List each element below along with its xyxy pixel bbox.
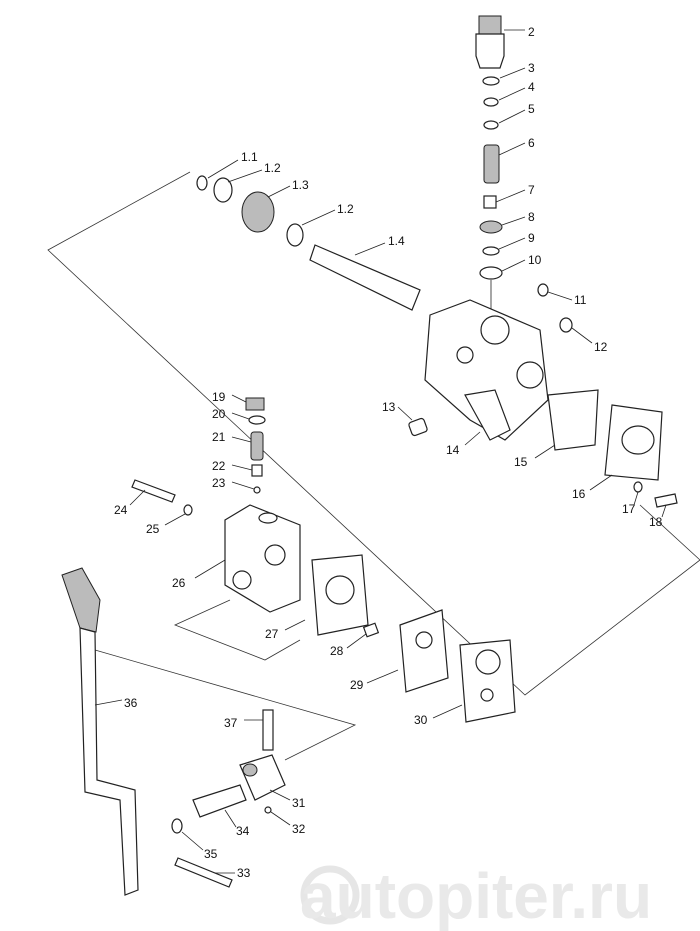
label-21: 21 [212, 430, 226, 444]
shaft-assembly-1 [196, 159, 421, 311]
cover-part-16 [589, 404, 663, 491]
gasket-part-15 [534, 389, 599, 459]
label-15: 15 [514, 455, 528, 469]
label-2: 2 [528, 25, 535, 39]
label-32: 32 [292, 822, 306, 836]
pin-part-33 [174, 857, 235, 888]
label-30: 30 [414, 713, 428, 727]
plug-parts-19-23 [231, 394, 266, 494]
washers-3-5 [482, 67, 526, 130]
lever-outline [94, 649, 357, 761]
gasket-part-30 [432, 639, 516, 723]
washer-part-25 [164, 504, 193, 526]
label-37: 37 [224, 716, 238, 730]
label-13: 13 [382, 400, 396, 414]
gasket-part-27 [284, 554, 369, 636]
label-4: 4 [528, 80, 535, 94]
spring-part-6 [483, 142, 526, 184]
seals-11-12 [537, 283, 593, 344]
pin-part-32 [264, 806, 291, 826]
plate-part-29 [366, 609, 449, 693]
label-24: 24 [114, 503, 128, 517]
svg-text:autopiter.ru: autopiter.ru [300, 860, 652, 931]
valve-cap-part-2 [475, 15, 525, 69]
shaft-part-34 [192, 784, 247, 828]
bolt-part-24 [129, 479, 176, 506]
screw-part-28 [346, 622, 380, 649]
label-1-2a: 1.2 [264, 161, 281, 175]
label-19: 19 [212, 390, 226, 404]
watermark: autopiter.ru [300, 860, 652, 931]
label-33: 33 [237, 866, 251, 880]
label-7: 7 [528, 183, 535, 197]
assembly-outline-lower [173, 599, 301, 661]
screw-part-37 [244, 709, 274, 751]
label-1-3: 1.3 [292, 178, 309, 192]
label-9: 9 [528, 231, 535, 245]
part-labels: 2 3 4 5 6 7 8 9 10 11 12 13 14 15 16 17 … [114, 25, 663, 880]
label-29: 29 [350, 678, 364, 692]
housing-part-26 [194, 504, 301, 613]
label-36: 36 [124, 696, 138, 710]
label-6: 6 [528, 136, 535, 150]
lever-part-36 [61, 567, 139, 896]
valve-body [424, 299, 549, 441]
label-1-2b: 1.2 [337, 202, 354, 216]
plug-part-13 [397, 406, 428, 437]
label-3: 3 [528, 61, 535, 75]
label-28: 28 [330, 644, 344, 658]
pin-part-7 [483, 189, 526, 209]
label-22: 22 [212, 459, 226, 473]
label-10: 10 [528, 253, 542, 267]
lever-block-part-31 [239, 754, 291, 801]
label-16: 16 [572, 487, 586, 501]
label-20: 20 [212, 407, 226, 421]
label-1-4: 1.4 [388, 234, 405, 248]
label-26: 26 [172, 576, 186, 590]
label-12: 12 [594, 340, 608, 354]
washer-part-35 [171, 818, 204, 851]
label-11: 11 [574, 293, 587, 307]
label-31: 31 [292, 796, 306, 810]
label-1-1: 1.1 [241, 150, 258, 164]
label-35: 35 [204, 847, 218, 861]
label-34: 34 [236, 824, 250, 838]
label-8: 8 [528, 210, 535, 224]
label-25: 25 [146, 522, 160, 536]
label-23: 23 [212, 476, 226, 490]
label-5: 5 [528, 102, 535, 116]
seal-parts-8-10 [479, 216, 526, 280]
assembly-outline [47, 171, 700, 696]
label-27: 27 [265, 627, 279, 641]
label-18: 18 [649, 515, 663, 529]
label-17: 17 [622, 502, 636, 516]
washer-bolt-17-18 [633, 481, 678, 518]
label-14: 14 [446, 443, 460, 457]
